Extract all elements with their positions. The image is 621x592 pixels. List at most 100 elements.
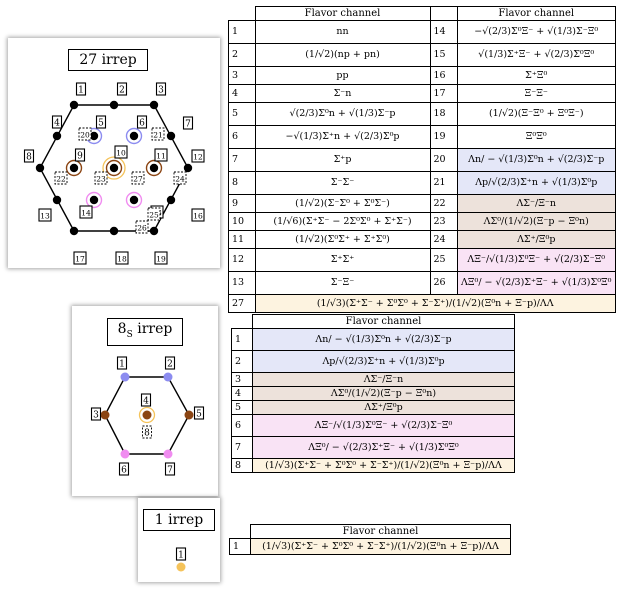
irrep27-weight-diagram: 1234567891011121314151617181920212223242…	[23, 82, 205, 265]
irrep27-state-dot-7	[183, 163, 193, 173]
irrep27-state-22-label: 22	[56, 174, 66, 183]
flavor-channel-cell: (1/√3)(Σ⁺Σ⁻ + Σ⁰Σ⁰ + Σ⁻Σ⁺)/(1/√2)(Ξ⁰n + …	[250, 538, 511, 555]
irrep8s-state-5-box	[193, 406, 205, 420]
irrep27-state-dot-6	[35, 163, 45, 173]
irrep27-state-18-box	[115, 251, 129, 265]
irrep27-state-dot-11	[109, 226, 119, 236]
irrep27-state-10-label: 10	[116, 148, 126, 157]
irrep27-state-3-label: 3	[158, 85, 164, 95]
flavor-channel-cell: Λp/√(2/3)Σ⁺n + √(1/3)Σ⁰p	[252, 350, 515, 373]
irrep8s-state-2-label: 2	[167, 359, 173, 369]
flavor-channel-cell: pp	[254, 66, 431, 85]
irrep27-state-10-box	[114, 145, 128, 159]
row-number: 14	[429, 20, 458, 44]
irrep27-state-dot-9	[166, 195, 176, 205]
irrep27-state-26-box	[135, 220, 149, 234]
flavor-channel-cell: (1/√3)(Σ⁺Σ⁻ + Σ⁰Σ⁰ + Σ⁻Σ⁺)/(1/√2)(Ξ⁰n + …	[252, 458, 515, 473]
flavor-channel-cell: ΛΣ⁻/Ξ⁻n	[252, 372, 515, 387]
flavor-channel-cell: Ξ⁻Ξ⁻	[456, 84, 616, 103]
table-row: 8(1/√3)(Σ⁺Σ⁻ + Σ⁰Σ⁰ + Σ⁻Σ⁺)/(1/√2)(Ξ⁰n +…	[231, 458, 515, 473]
blank-cell	[430, 6, 457, 21]
flavor-channel-cell: ΛΣ⁻/Ξ⁻n	[456, 194, 616, 213]
flavor-channel-cell: (1/√3)(Σ⁺Σ⁻ + Σ⁰Σ⁰ + Σ⁻Σ⁺)/(1/√2)(Ξ⁰n + …	[254, 294, 616, 313]
flavor-channel-cell: (1/√2)(np + pn)	[254, 43, 431, 67]
irrep27-state-12-label: 12	[193, 152, 203, 161]
irrep27-state-8-box	[23, 149, 35, 163]
row-number: 24	[429, 230, 458, 249]
flavor-channel-cell: Σ⁻Σ⁻	[254, 171, 431, 195]
irrep27-state-25-box	[147, 207, 161, 221]
irrep27-state-dot-inner-11	[149, 163, 159, 173]
irrep27-header-right: Flavor channel	[456, 6, 616, 21]
irrep27-state-dot-inner-15	[129, 195, 139, 205]
irrep27-state-22-box	[54, 171, 68, 185]
irrep27-state-14-box	[79, 205, 93, 219]
row-number: 7	[228, 148, 256, 172]
irrep1-weight-diagram: 1	[175, 547, 187, 572]
row-number: 13	[228, 271, 256, 295]
irrep8s-state-3-label: 3	[93, 410, 99, 420]
irrep27-state-1-box	[75, 82, 87, 96]
flavor-channel-cell: ΛΞ⁰/ − √(2/3)Σ⁺Ξ⁻ + √(1/3)Σ⁰Ξ⁰	[252, 436, 515, 459]
irrep27-state-dot-inner-10	[109, 163, 119, 173]
flavor-channel-cell: ΛΞ⁻/√(1/3)Σ⁰Ξ⁻ + √(2/3)Σ⁻Ξ⁰	[456, 248, 616, 272]
irrep27-state-25-label: 25	[149, 210, 159, 219]
irrep27-state-16-box	[191, 208, 205, 222]
irrep27-title: 27 irrep	[68, 49, 148, 71]
irrep27-header-left: Flavor channel	[254, 6, 431, 21]
row-number: 8	[228, 171, 256, 195]
irrep8s-title: 8S irrep	[107, 318, 183, 346]
irrep8s-state-6-box	[118, 462, 130, 476]
irrep27-state-4-label: 4	[54, 118, 60, 128]
row-number: 21	[429, 171, 458, 195]
irrep27-state-17-box	[73, 251, 87, 265]
irrep27-state-8-label: 8	[26, 152, 32, 162]
irrep8s-state-2-box	[164, 356, 176, 370]
irrep8s-state-7-box	[164, 462, 176, 476]
irrep27-state-4-box	[51, 115, 63, 129]
flavor-channel-cell: (1/√2)(Ξ⁻Ξ⁰ + Ξ⁰Ξ⁻)	[456, 102, 616, 126]
irrep27-state-24-box	[173, 171, 187, 185]
irrep8s-dot-5	[184, 410, 194, 420]
irrep27-state-23-label: 23	[96, 174, 106, 183]
flavor-channel-cell: Λn/ − √(1/3)Σ⁰n + √(2/3)Σ⁻p	[456, 148, 616, 172]
irrep27-state-11-box	[154, 148, 168, 162]
irrep8s-state-1-label: 1	[119, 359, 125, 369]
irrep27-state-14-label: 14	[81, 208, 91, 217]
row-number: 2	[231, 350, 253, 373]
irrep27-state-dot-4	[52, 131, 62, 141]
flavor-channel-cell: (1/√2)(Σ⁻Σ⁰ + Σ⁰Σ⁻)	[254, 194, 431, 213]
irrep27-state-19-label: 19	[156, 254, 166, 263]
row-number: 5	[231, 400, 253, 415]
irrep27-gold-ring	[102, 156, 126, 180]
row-number: 7	[231, 436, 253, 459]
row-number: 1	[231, 328, 253, 351]
row-number: 10	[228, 212, 256, 231]
row-number: 5	[228, 102, 256, 126]
irrep8s-state-4-label: 4	[143, 396, 149, 406]
irrep8s-dot-4	[142, 410, 152, 420]
irrep27-state-dot-3	[149, 100, 159, 110]
irrep27-state-27-label: 27	[133, 174, 143, 183]
irrep27-state-dot-inner-14	[89, 195, 99, 205]
row-number: 22	[429, 194, 458, 213]
irrep27-state-2-label: 2	[119, 85, 125, 95]
irrep27-state-3-box	[155, 82, 167, 96]
flavor-channel-cell: ΛΣ⁰/(1/√2)(Ξ⁻p − Ξ⁰n)	[252, 386, 515, 401]
row-number: 15	[429, 43, 458, 67]
irrep1-dot-1	[176, 562, 186, 572]
blank-cell	[229, 7, 256, 21]
flavor-channel-cell: (1/√2)(Σ⁰Σ⁺ + Σ⁺Σ⁰)	[254, 230, 431, 249]
flavor-channel-cell: √(2/3)Σ⁰n + √(1/3)Σ⁻p	[254, 102, 431, 126]
irrep27-state-16-label: 16	[193, 211, 203, 220]
